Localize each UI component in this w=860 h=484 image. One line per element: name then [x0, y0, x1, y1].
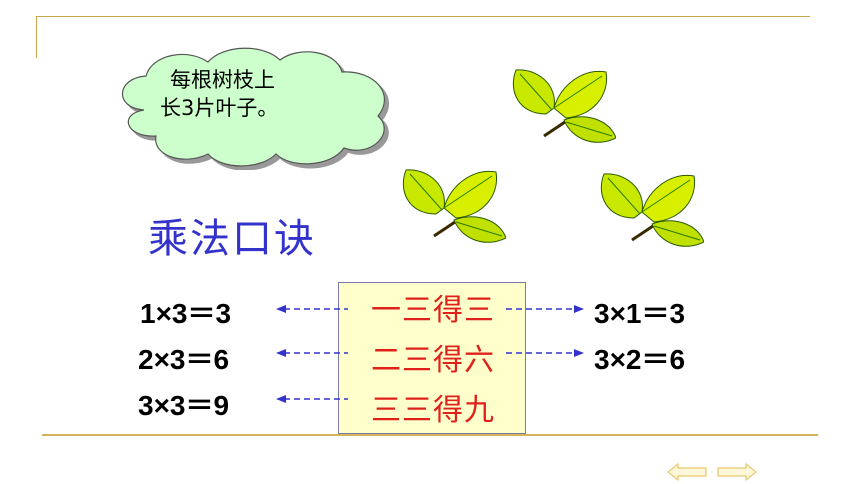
left-equation-2: 2×3＝6 [138, 344, 230, 375]
right-arrow-icon[interactable] [717, 462, 757, 482]
mnemonic-box: 一三得三 二三得六 三三得九 [338, 282, 526, 434]
left-arrow-head [276, 395, 286, 403]
mnemonic-1: 一三得三 [371, 293, 495, 328]
right-arrow-head [574, 305, 584, 313]
cloud-bubble [121, 47, 385, 167]
leaf-branch-icon [512, 69, 616, 143]
leaf-branch-icon [600, 173, 704, 247]
slide-navigation [667, 462, 757, 482]
left-arrow-head [276, 349, 286, 357]
right-arrow-head [574, 349, 584, 357]
frame-left-line [36, 16, 37, 58]
bubble-line-2: 长3片叶子。 [160, 96, 279, 120]
bubble-line-1: 每根树枝上 [170, 68, 275, 92]
mnemonic-3: 三三得九 [371, 393, 495, 428]
cloud-bubble-text: 每根树枝上 长3片叶子。 [160, 66, 340, 122]
frame-top-line [36, 16, 810, 17]
page-title: 乘法口诀 [148, 216, 316, 262]
left-arrow-head [276, 305, 286, 313]
right-equation-1: 3×1＝3 [594, 298, 686, 329]
frame-bottom-line [42, 434, 818, 436]
left-equation-1: 1×3＝3 [140, 298, 232, 329]
left-equation-3: 3×3＝9 [138, 390, 230, 421]
leaf-branch-icon [402, 169, 506, 243]
right-equation-2: 3×2＝6 [594, 344, 686, 375]
left-arrow-icon[interactable] [667, 462, 707, 482]
mnemonic-2: 二三得六 [371, 343, 495, 378]
